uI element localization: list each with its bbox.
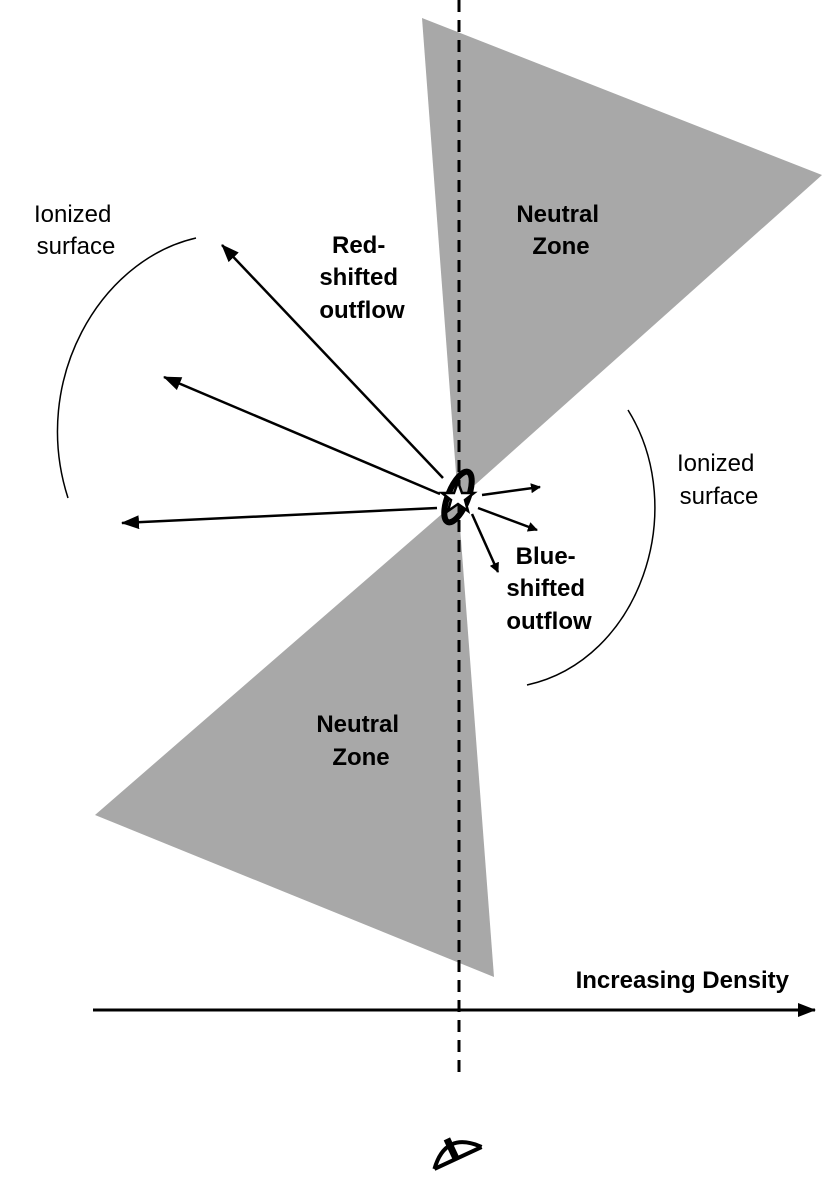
ionized-surface-left-label: Ionized surface: [34, 201, 118, 260]
blue-outflow-arrow: [481, 483, 541, 497]
blue-outflow-arrow: [477, 506, 538, 532]
red-outflow-arrow: [221, 244, 444, 479]
neutral-zone-bottom: [95, 500, 494, 977]
ionized-surface-right-label: Ionized surface: [677, 450, 761, 510]
neutral-zone-top-label: Neutral Zone: [516, 201, 605, 260]
blue-outflow-label: Blue- shifted outflow: [506, 543, 592, 635]
density-axis-label: Increasing Density: [576, 967, 790, 994]
ionized-surface-right-arc: [526, 409, 656, 686]
neutral-zone-bottom-label: Neutral Zone: [316, 711, 405, 771]
red-outflow-label: Red- shifted outflow: [319, 232, 405, 324]
red-outflow-arrow: [121, 506, 438, 530]
star-icon: [438, 468, 478, 526]
eye-icon: [432, 1137, 483, 1171]
ionized-surface-left-arc: [56, 237, 197, 499]
red-outflow-arrow: [163, 375, 441, 496]
neutral-zone-top: [422, 18, 822, 500]
blue-outflow-arrow: [470, 513, 500, 573]
